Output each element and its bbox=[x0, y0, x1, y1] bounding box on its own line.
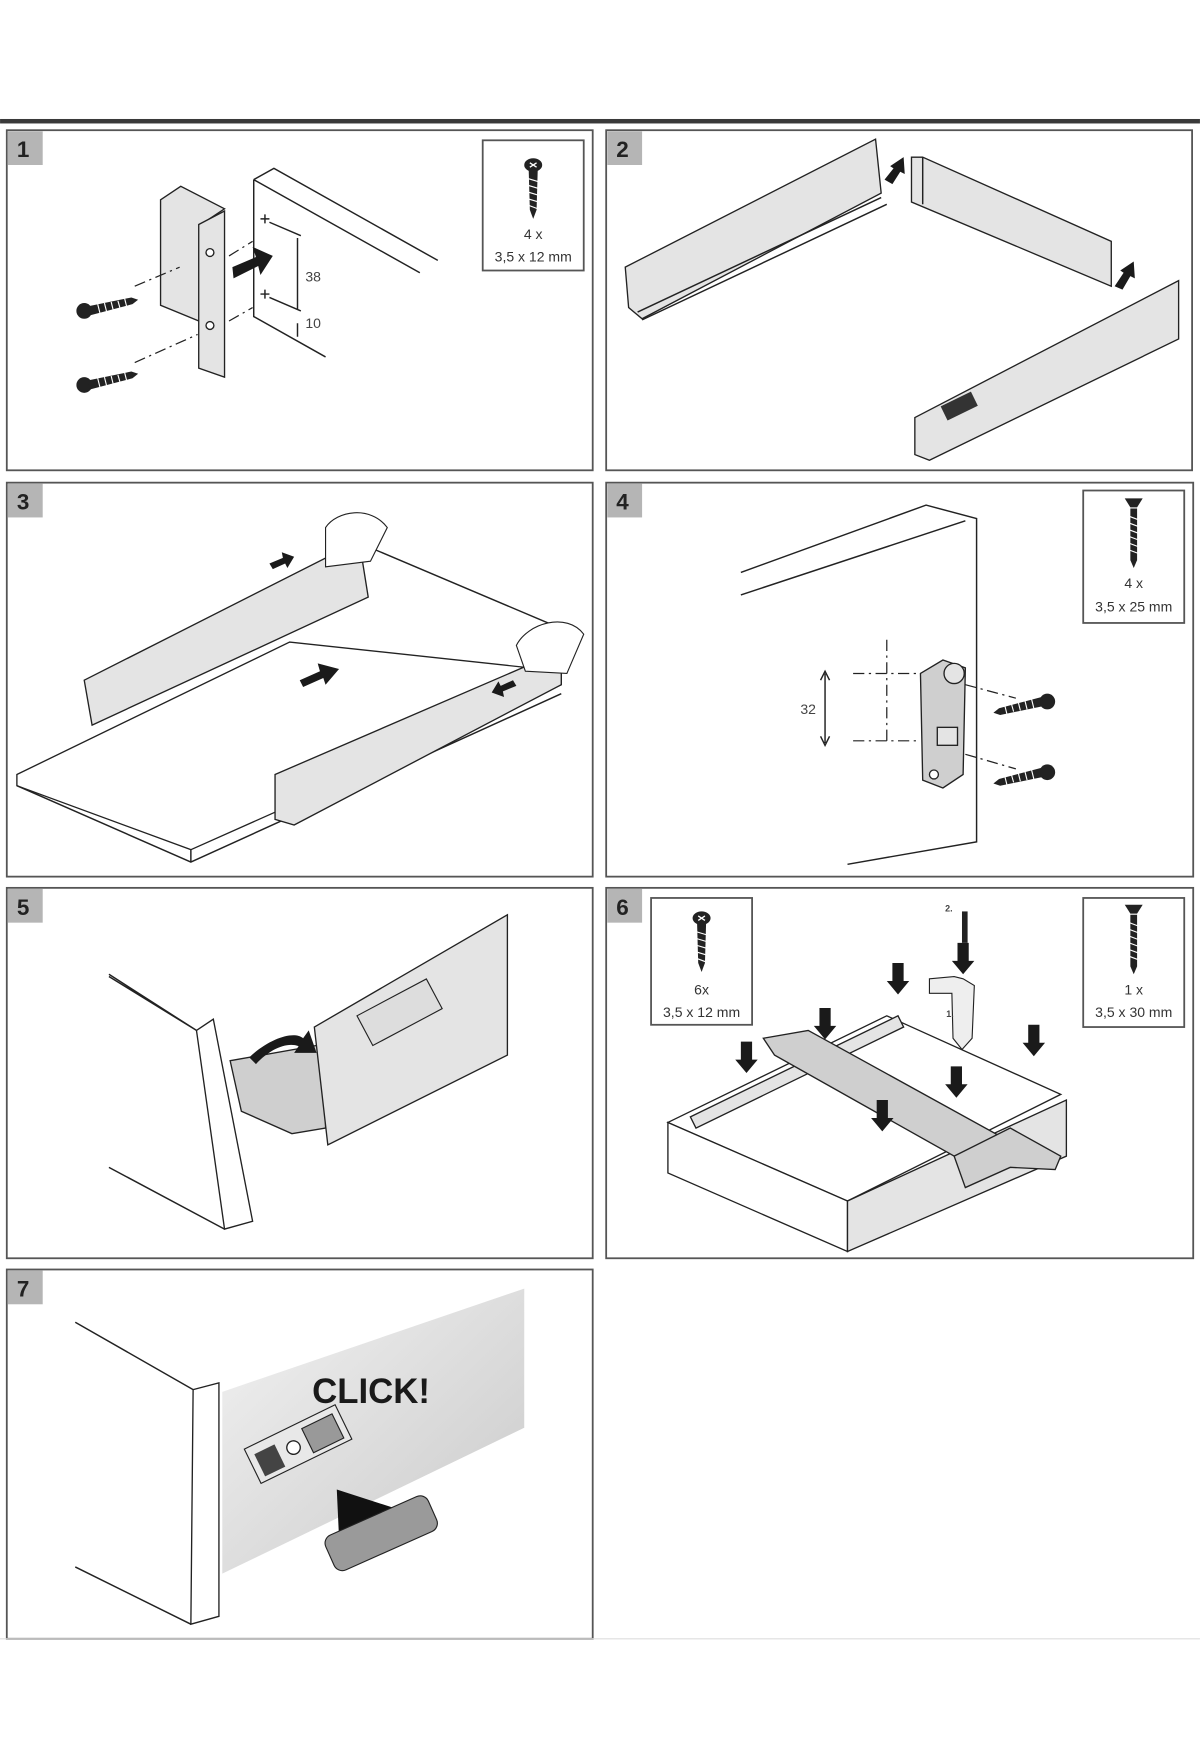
drawer-side bbox=[313, 913, 509, 1146]
arrow-icon bbox=[491, 680, 517, 698]
drawer-front bbox=[195, 1018, 254, 1230]
step-2-panel: 2 bbox=[605, 129, 1193, 472]
screw-icon bbox=[992, 763, 1056, 787]
step-number: 7 bbox=[17, 1276, 29, 1301]
hand-icon bbox=[324, 512, 388, 568]
step-number: 6 bbox=[616, 895, 628, 920]
screw-size: 3,5 x 25 mm bbox=[1095, 599, 1172, 615]
step-1-panel: 1 4 x 3,5 x 12 mm 38 10 bbox=[5, 129, 594, 472]
step-5-panel: 5 bbox=[5, 886, 594, 1260]
dimension-label: 38 bbox=[305, 269, 321, 285]
step-number: 4 bbox=[616, 490, 629, 515]
screw-quantity: 4 x bbox=[1124, 575, 1143, 591]
step-badge bbox=[607, 483, 643, 518]
step-number: 2 bbox=[616, 137, 628, 162]
screw-size: 3,5 x 12 mm bbox=[495, 249, 572, 265]
dimension-label: 10 bbox=[305, 315, 321, 331]
adjuster-mechanism bbox=[243, 1404, 353, 1485]
step-number: 1 bbox=[17, 137, 29, 162]
front-panel-outline bbox=[740, 504, 978, 866]
step-badge bbox=[607, 888, 643, 923]
step-number: 5 bbox=[17, 895, 29, 920]
arrow-icon bbox=[299, 663, 340, 687]
order-label: 1. bbox=[946, 1009, 953, 1019]
arrow-icon bbox=[269, 552, 295, 570]
screw-quantity: 1 x bbox=[1124, 981, 1143, 997]
arrow-icon bbox=[886, 963, 910, 995]
screw-spec-box-left: 6x 3,5 x 12 mm bbox=[650, 897, 753, 1026]
screw-icon bbox=[992, 693, 1056, 716]
click-label: CLICK! bbox=[312, 1373, 430, 1411]
screw-spec-box: 4 x 3,5 x 12 mm bbox=[481, 139, 585, 272]
drawer-front bbox=[190, 1381, 220, 1626]
screw-icon bbox=[691, 910, 712, 973]
screw-spec-box-right: 1 x 3,5 x 30 mm bbox=[1082, 897, 1186, 1028]
front-bracket bbox=[919, 659, 967, 789]
drill-icon bbox=[928, 975, 975, 1051]
arrow-icon bbox=[884, 157, 905, 185]
order-label: 2. bbox=[945, 903, 952, 913]
screw-icon bbox=[75, 296, 139, 320]
screw-size: 3,5 x 12 mm bbox=[663, 1004, 740, 1020]
drawer-side-right bbox=[274, 649, 562, 826]
screw-icon bbox=[1124, 904, 1144, 975]
arrow-icon bbox=[951, 942, 975, 975]
step-4-panel: 4 4 x 3,5 x 25 mm 32 bbox=[605, 481, 1195, 878]
drawer-side-left bbox=[624, 138, 882, 320]
screw-quantity: 4 x bbox=[524, 226, 543, 242]
step-7-panel: 7 CLICK! bbox=[5, 1268, 594, 1640]
hand-icon bbox=[515, 621, 585, 675]
screw-icon bbox=[1124, 497, 1144, 569]
drawer-side-right bbox=[914, 279, 1180, 461]
arrow-icon bbox=[249, 1030, 317, 1065]
arrow-icon bbox=[1022, 1024, 1046, 1057]
bracket-illustration: 38 10 bbox=[75, 167, 439, 394]
step-badge bbox=[7, 888, 43, 923]
screw-size: 3,5 x 30 mm bbox=[1095, 1004, 1172, 1020]
back-panel bbox=[910, 156, 1112, 288]
step-6-panel: 6 6x 3,5 x 12 mm 1 x 3,5 x 30 mm 2. 1. bbox=[605, 886, 1195, 1260]
step-badge bbox=[7, 1270, 43, 1305]
header-bar bbox=[0, 118, 1200, 124]
step-badge bbox=[7, 483, 43, 518]
screw-icon bbox=[961, 911, 968, 943]
drawer-side bbox=[222, 1288, 525, 1574]
screw-icon bbox=[523, 157, 543, 220]
drawer-side-left bbox=[83, 540, 369, 727]
step-3-panel: 3 bbox=[5, 481, 594, 878]
step-number: 3 bbox=[17, 490, 29, 515]
arrow-icon bbox=[735, 1041, 758, 1074]
step-badge bbox=[607, 131, 643, 165]
screw-quantity: 6x bbox=[694, 981, 709, 997]
arrow-icon bbox=[1114, 261, 1135, 290]
cover-cap bbox=[324, 1495, 438, 1572]
arrow-icon bbox=[232, 246, 273, 279]
screw-icon bbox=[75, 370, 139, 394]
screw-spec-box: 4 x 3,5 x 25 mm bbox=[1082, 489, 1186, 624]
runner bbox=[229, 1043, 327, 1135]
dimension-label: 32 bbox=[800, 701, 816, 717]
step-badge bbox=[7, 131, 43, 165]
